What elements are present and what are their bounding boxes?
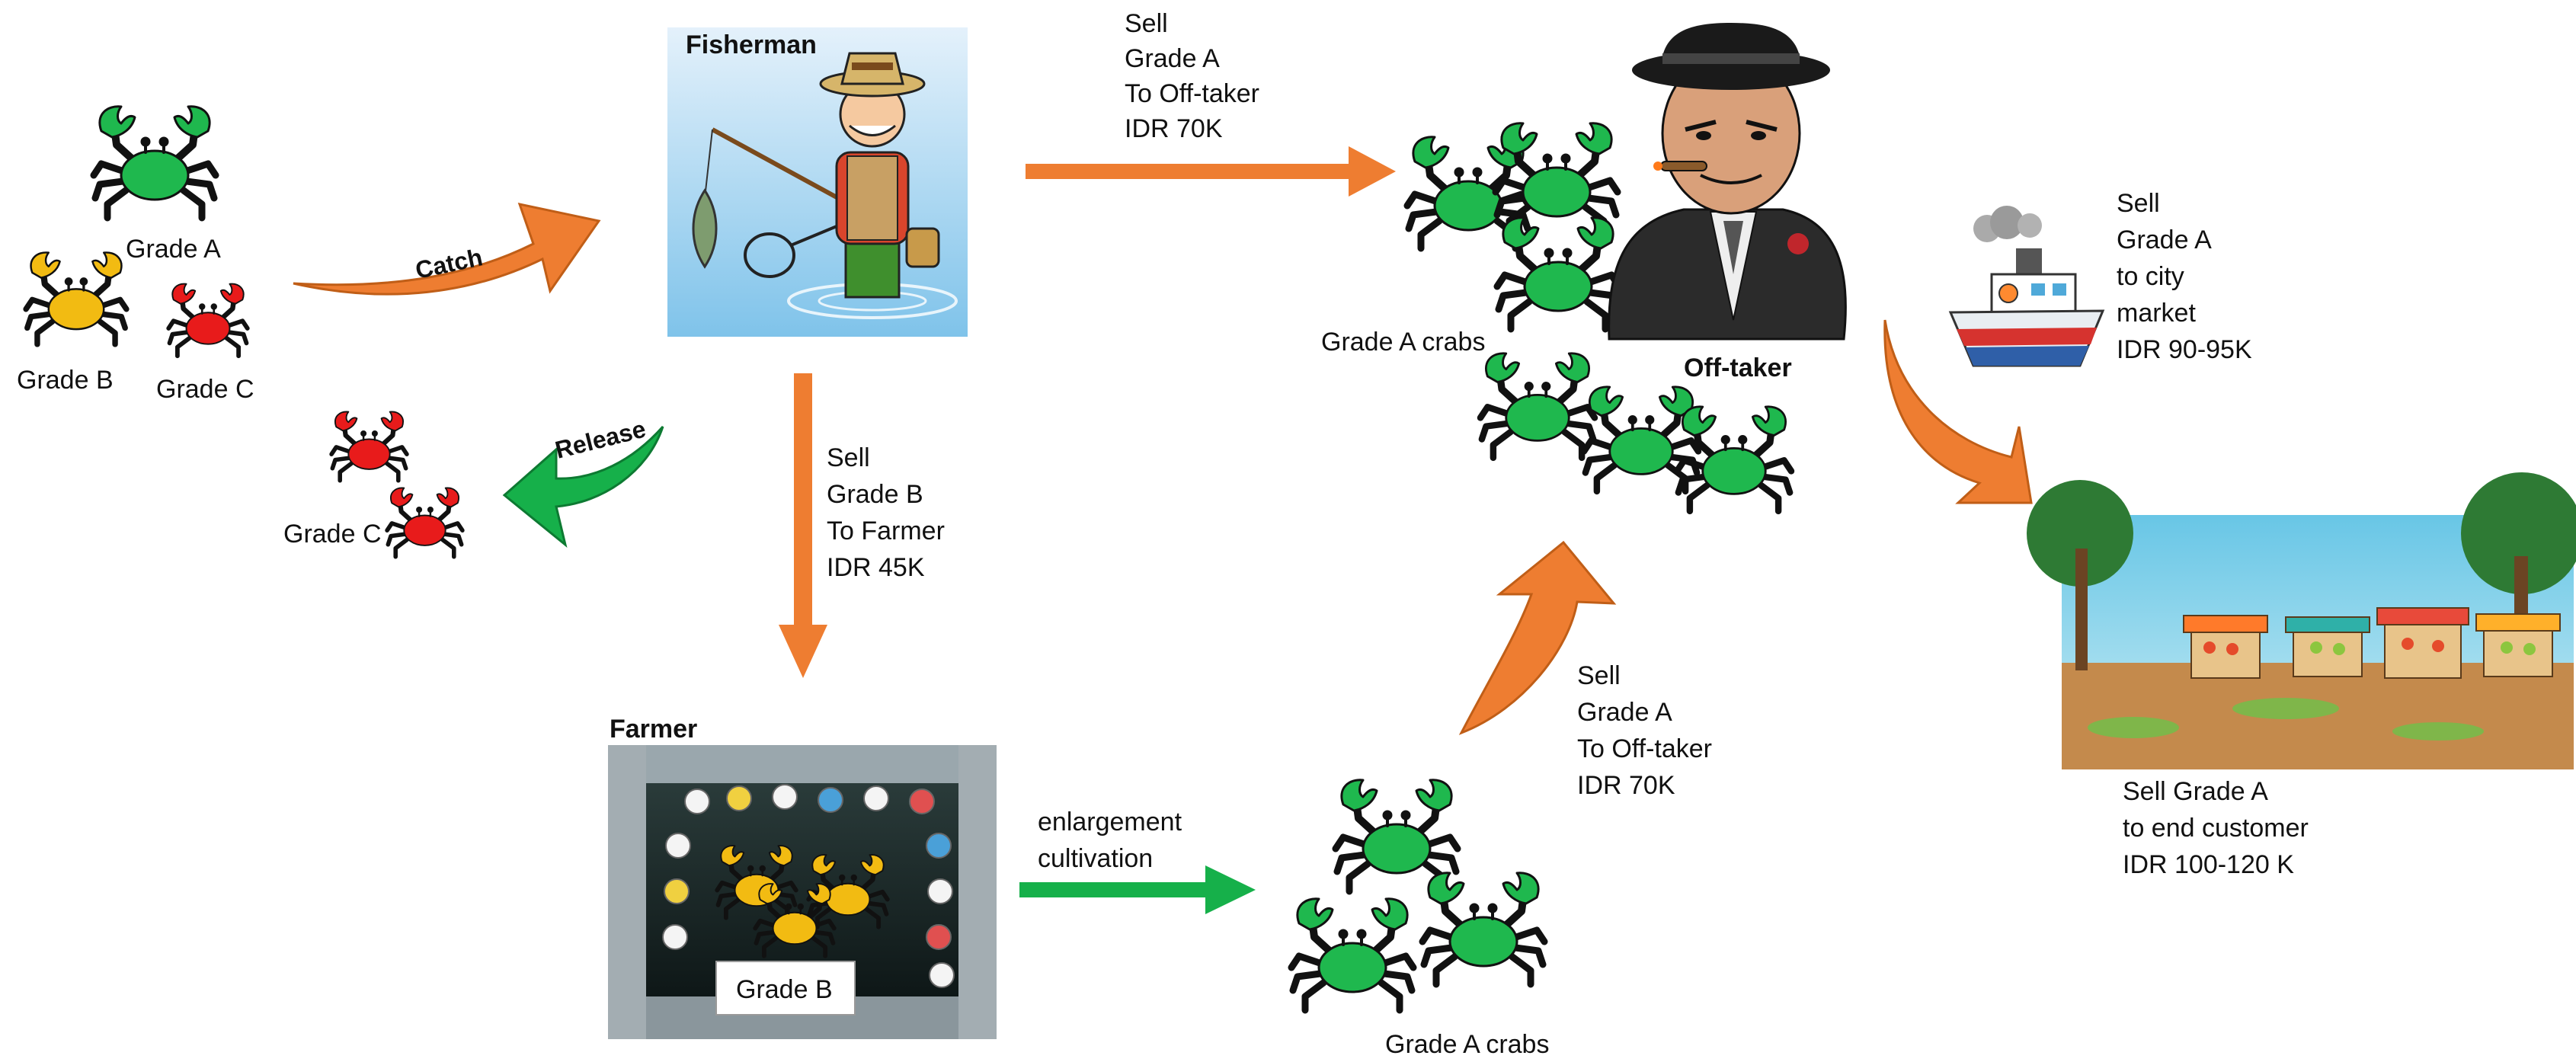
svg-text:Grade A: Grade A	[2117, 226, 2212, 254]
svg-text:Sell: Sell	[2117, 189, 2160, 218]
release-grade-label: Grade C	[283, 520, 382, 549]
fisherman-panel: Fisherman	[667, 27, 968, 337]
svg-text:enlargement: enlargement	[1038, 808, 1182, 836]
svg-text:IDR 70K: IDR 70K	[1125, 114, 1223, 143]
crab-icon	[331, 411, 407, 480]
boat-icon	[1948, 206, 2105, 367]
svg-text:to city: to city	[2117, 262, 2184, 291]
arrow-fisherman-to-farmer	[779, 373, 827, 678]
farm-pond-photo	[608, 745, 997, 1039]
svg-text:IDR 70K: IDR 70K	[1577, 771, 1675, 800]
released-crabs: Grade C	[283, 411, 462, 556]
pond-grade-label: Grade B	[736, 975, 833, 1004]
svg-text:IDR 45K: IDR 45K	[827, 553, 925, 582]
sale-market-to-customer: Sell Grade A to end customer IDR 100-120…	[2123, 777, 2309, 879]
svg-text:market: market	[2117, 299, 2196, 328]
catch-arrow: Catch	[293, 202, 601, 296]
svg-text:Grade A: Grade A	[1577, 698, 1672, 727]
svg-text:IDR 90-95K: IDR 90-95K	[2117, 335, 2252, 364]
sale-fisherman-to-offtaker: Sell Grade A To Off-taker IDR 70K	[1125, 9, 1259, 143]
caught-crabs: Grade A Grade B Grade C	[17, 107, 254, 404]
sale-fisherman-to-farmer: Sell Grade B To Farmer IDR 45K	[827, 443, 945, 582]
farmer-label: Farmer	[610, 715, 697, 744]
release-arrow: Release	[502, 415, 664, 548]
svg-text:Sell: Sell	[1125, 9, 1168, 38]
crab-icon	[26, 252, 126, 344]
svg-text:cultivation: cultivation	[1038, 844, 1153, 873]
market-illustration	[2027, 472, 2576, 769]
svg-text:Grade B: Grade B	[827, 480, 923, 509]
crab-icon	[387, 488, 462, 556]
svg-text:Grade A: Grade A	[1125, 44, 1220, 73]
sale-offtaker-to-city: Sell Grade A to city market IDR 90-95K	[2117, 189, 2252, 364]
crab-icon	[1291, 780, 1544, 1010]
arrow-farmer-to-offtaker	[1458, 540, 1617, 735]
svg-text:IDR 100-120 K: IDR 100-120 K	[2123, 850, 2294, 879]
crab-icon	[1407, 123, 1619, 329]
svg-text:Sell Grade A: Sell Grade A	[2123, 777, 2268, 806]
grade-b-label: Grade B	[17, 366, 114, 395]
svg-text:To Farmer: To Farmer	[827, 517, 945, 545]
enlargement-arrow	[1019, 865, 1256, 914]
svg-text:to end customer: to end customer	[2123, 814, 2309, 843]
grade-a-label: Grade A	[126, 235, 221, 264]
svg-text:To Off-taker: To Off-taker	[1125, 79, 1259, 108]
arrow-fisherman-to-offtaker	[1026, 146, 1396, 197]
svg-text:To Off-taker: To Off-taker	[1577, 734, 1712, 763]
offtaker-crabs-label: Grade A crabs	[1321, 328, 1485, 357]
farmer-output-crabs: Grade A crabs	[1291, 780, 1549, 1059]
offtaker-panel: Grade A crabs Off-taker	[1321, 23, 1847, 511]
enlargement-text: enlargement cultivation	[1038, 808, 1182, 873]
offtaker-label: Off-taker	[1684, 353, 1792, 382]
svg-text:Sell: Sell	[827, 443, 870, 472]
crab-icon	[94, 107, 216, 218]
svg-text:Sell: Sell	[1577, 661, 1621, 690]
crab-icon	[168, 284, 248, 357]
fisherman-label: Fisherman	[686, 30, 817, 59]
arrow-offtaker-to-city	[1883, 319, 2033, 504]
fisherman-illustration	[667, 27, 968, 337]
farmer-panel: Farmer Grade B	[608, 715, 997, 1039]
farmer-output-label: Grade A crabs	[1385, 1030, 1549, 1059]
offtaker-mobster-illustration	[1608, 23, 1847, 341]
grade-c-label: Grade C	[156, 375, 254, 404]
sale-farmer-to-offtaker: Sell Grade A To Off-taker IDR 70K	[1577, 661, 1712, 800]
